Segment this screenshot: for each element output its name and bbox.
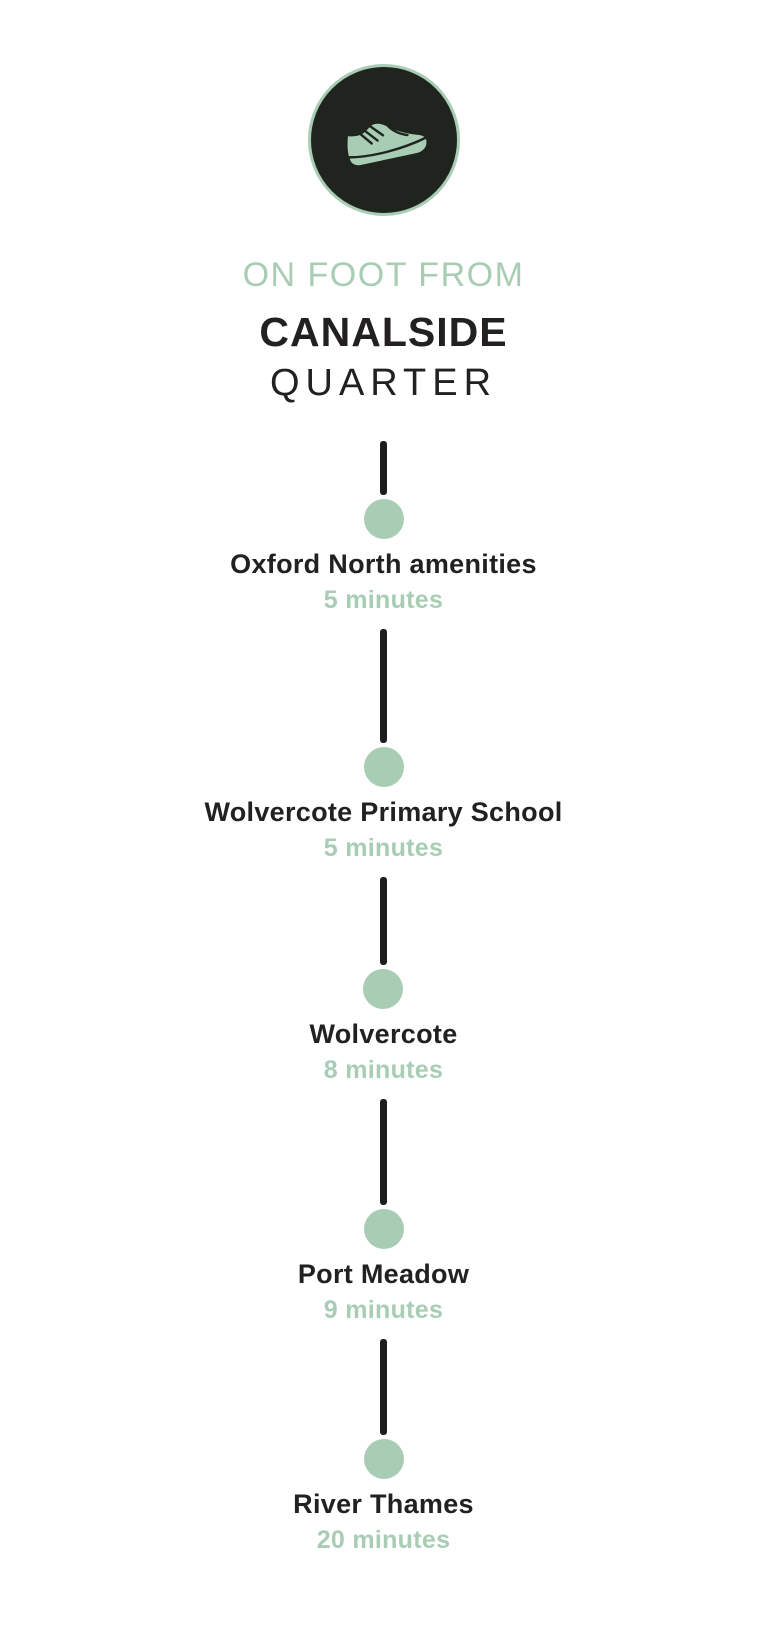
page-title-line1: CANALSIDE — [259, 309, 508, 355]
destination-name: River Thames — [293, 1489, 474, 1519]
timeline-dot — [363, 747, 404, 787]
timeline-item: Port Meadow 9 minutes — [298, 1099, 469, 1325]
timeline-item: Oxford North amenities 5 minutes — [230, 441, 537, 615]
timeline-item: Wolvercote 8 minutes — [309, 877, 457, 1085]
destination-name: Wolvercote Primary School — [204, 797, 563, 827]
timeline-connector — [380, 1339, 387, 1435]
header-subtitle: ON FOOT FROM — [242, 256, 525, 294]
walk-time: 5 minutes — [323, 834, 444, 862]
walk-time: 5 minutes — [323, 586, 444, 614]
walk-time: 8 minutes — [323, 1056, 444, 1084]
destination-name: Wolvercote — [309, 1019, 458, 1049]
walking-times-timeline: Oxford North amenities 5 minutes Wolverc… — [204, 441, 562, 1555]
header-icon-badge — [307, 64, 460, 216]
timeline-connector — [379, 877, 387, 965]
timeline-connector — [380, 1099, 387, 1205]
timeline-dot — [363, 499, 404, 539]
timeline-dot — [363, 1209, 404, 1249]
timeline-item: Wolvercote Primary School 5 minutes — [204, 629, 562, 863]
destination-name: Port Meadow — [297, 1259, 470, 1289]
destination-name: Oxford North amenities — [230, 549, 537, 579]
timeline-dot — [363, 969, 404, 1009]
timeline-connector — [380, 629, 387, 743]
timeline-item: River Thames 20 minutes — [293, 1339, 474, 1555]
timeline-connector — [380, 441, 387, 495]
walk-time: 9 minutes — [323, 1296, 444, 1324]
walk-time: 20 minutes — [316, 1526, 451, 1554]
timeline-dot — [363, 1439, 404, 1479]
running-shoe-icon — [336, 108, 432, 172]
page-title-line2: QUARTER — [269, 362, 498, 404]
